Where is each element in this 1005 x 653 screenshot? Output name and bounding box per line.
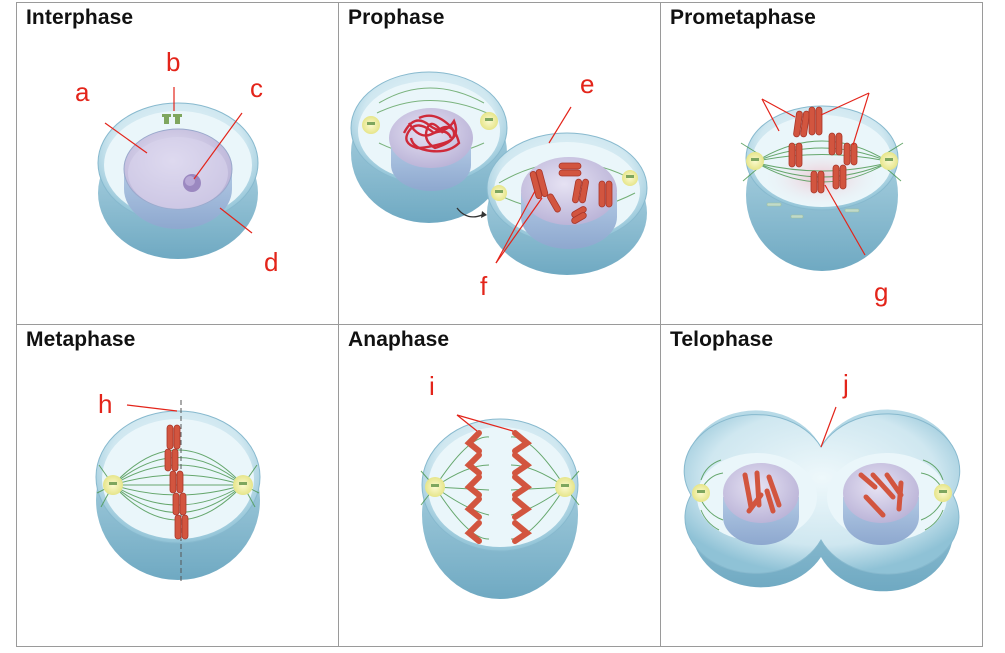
panel-title: Metaphase [26, 328, 136, 351]
panel-title: Telophase [670, 328, 774, 351]
label-f: f [480, 271, 488, 301]
label-j: j [843, 369, 849, 399]
panel-title: Prometaphase [670, 6, 816, 29]
panel-title: Prophase [348, 6, 445, 29]
telophase-cell-illustration [683, 406, 961, 592]
label-d: d [264, 247, 279, 277]
label-g: g [874, 277, 889, 307]
label-h: h [98, 389, 113, 419]
panel-telophase: Telophase j [660, 324, 983, 647]
label-i: i [429, 371, 435, 401]
panel-prometaphase: Prometaphase [660, 2, 983, 325]
metaphase-cell-illustration [95, 400, 261, 583]
panel-prophase: Prophase [338, 2, 661, 325]
label-e: e [580, 69, 595, 99]
panel-title: Anaphase [348, 328, 450, 351]
label-b: b [166, 47, 181, 77]
label-a: a [75, 77, 90, 107]
interphase-cell-illustration [97, 87, 259, 259]
anaphase-cell-illustration [420, 414, 580, 599]
prometaphase-cell-illustration [740, 92, 904, 271]
panel-anaphase: Anaphase i [338, 324, 661, 647]
panel-title: Interphase [26, 6, 134, 29]
panel-interphase: Interphase a b c d [16, 2, 339, 325]
prophase-cell-illustration [350, 71, 648, 275]
panel-metaphase: Metaphase h [16, 324, 339, 647]
label-c: c [250, 73, 263, 103]
